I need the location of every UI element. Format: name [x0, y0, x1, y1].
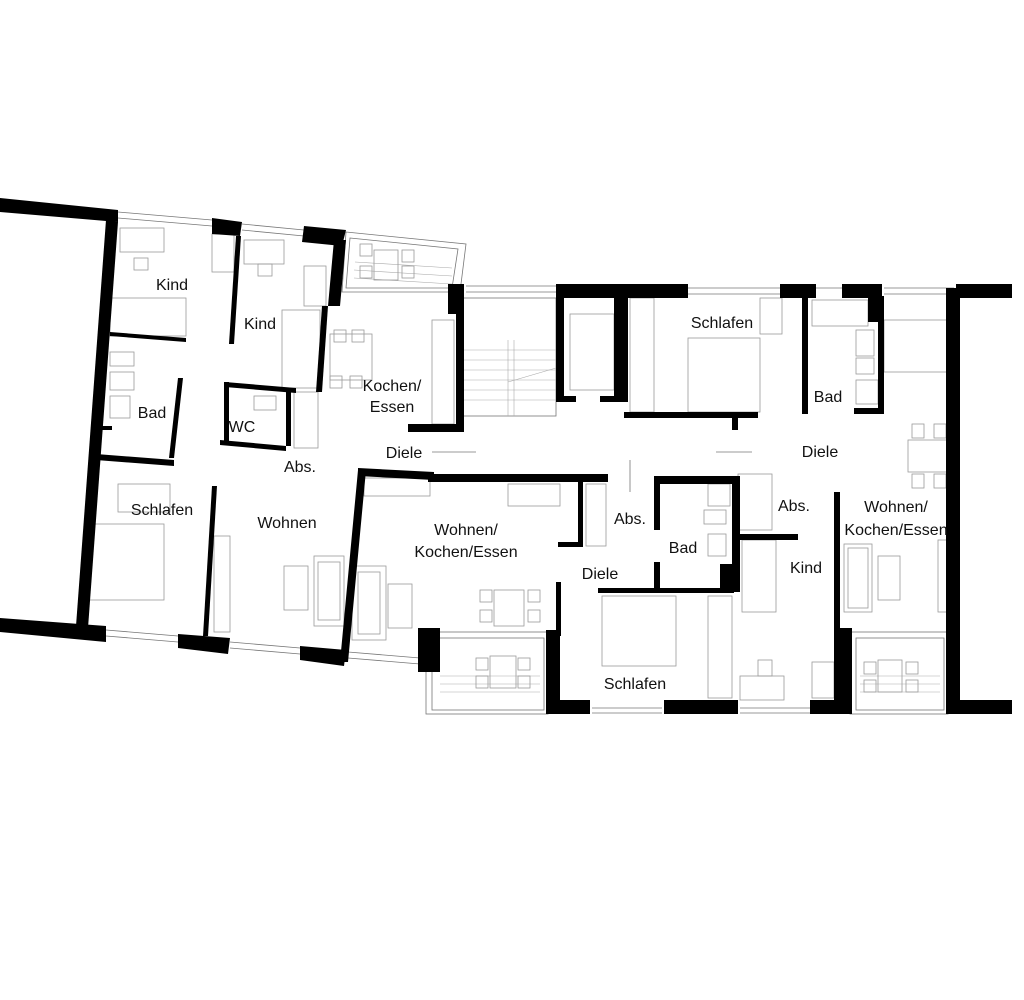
room-label-left-abs: Abs. — [284, 459, 316, 476]
fine-lines — [85, 211, 954, 715]
room-label-mid-diele: Diele — [582, 566, 619, 583]
room-label-mid-bad: Bad — [669, 540, 697, 557]
room-label-left-kind-1: Kind — [156, 277, 188, 294]
room-labels: Kind Kind Bad WC Kochen/Essen Diele Abs.… — [131, 277, 948, 693]
room-label-right-schlafen: Schlafen — [691, 315, 753, 332]
room-label-mid-wohnen-kochen-essen: Wohnen/Kochen/Essen — [414, 522, 517, 561]
room-label-right-abs: Abs. — [778, 498, 810, 515]
room-label-left-diele: Diele — [386, 445, 423, 462]
room-label-left-kind-2: Kind — [244, 316, 276, 333]
room-label-right-wohnen-kochen-essen: Wohnen/Kochen/Essen — [844, 499, 947, 539]
room-label-mid-abs: Abs. — [614, 511, 646, 528]
room-label-right-kind: Kind — [790, 560, 822, 577]
room-label-left-schlafen: Schlafen — [131, 502, 193, 519]
room-label-left-wohnen: Wohnen — [257, 515, 316, 532]
room-label-mid-schlafen: Schlafen — [604, 676, 666, 693]
room-label-right-bad: Bad — [814, 389, 842, 406]
room-label-left-kochen-essen: Kochen/Essen — [363, 378, 422, 416]
room-label-right-diele: Diele — [802, 444, 839, 461]
room-label-left-wc: WC — [229, 419, 256, 436]
room-label-left-bad: Bad — [138, 405, 166, 422]
walls — [0, 198, 1012, 714]
